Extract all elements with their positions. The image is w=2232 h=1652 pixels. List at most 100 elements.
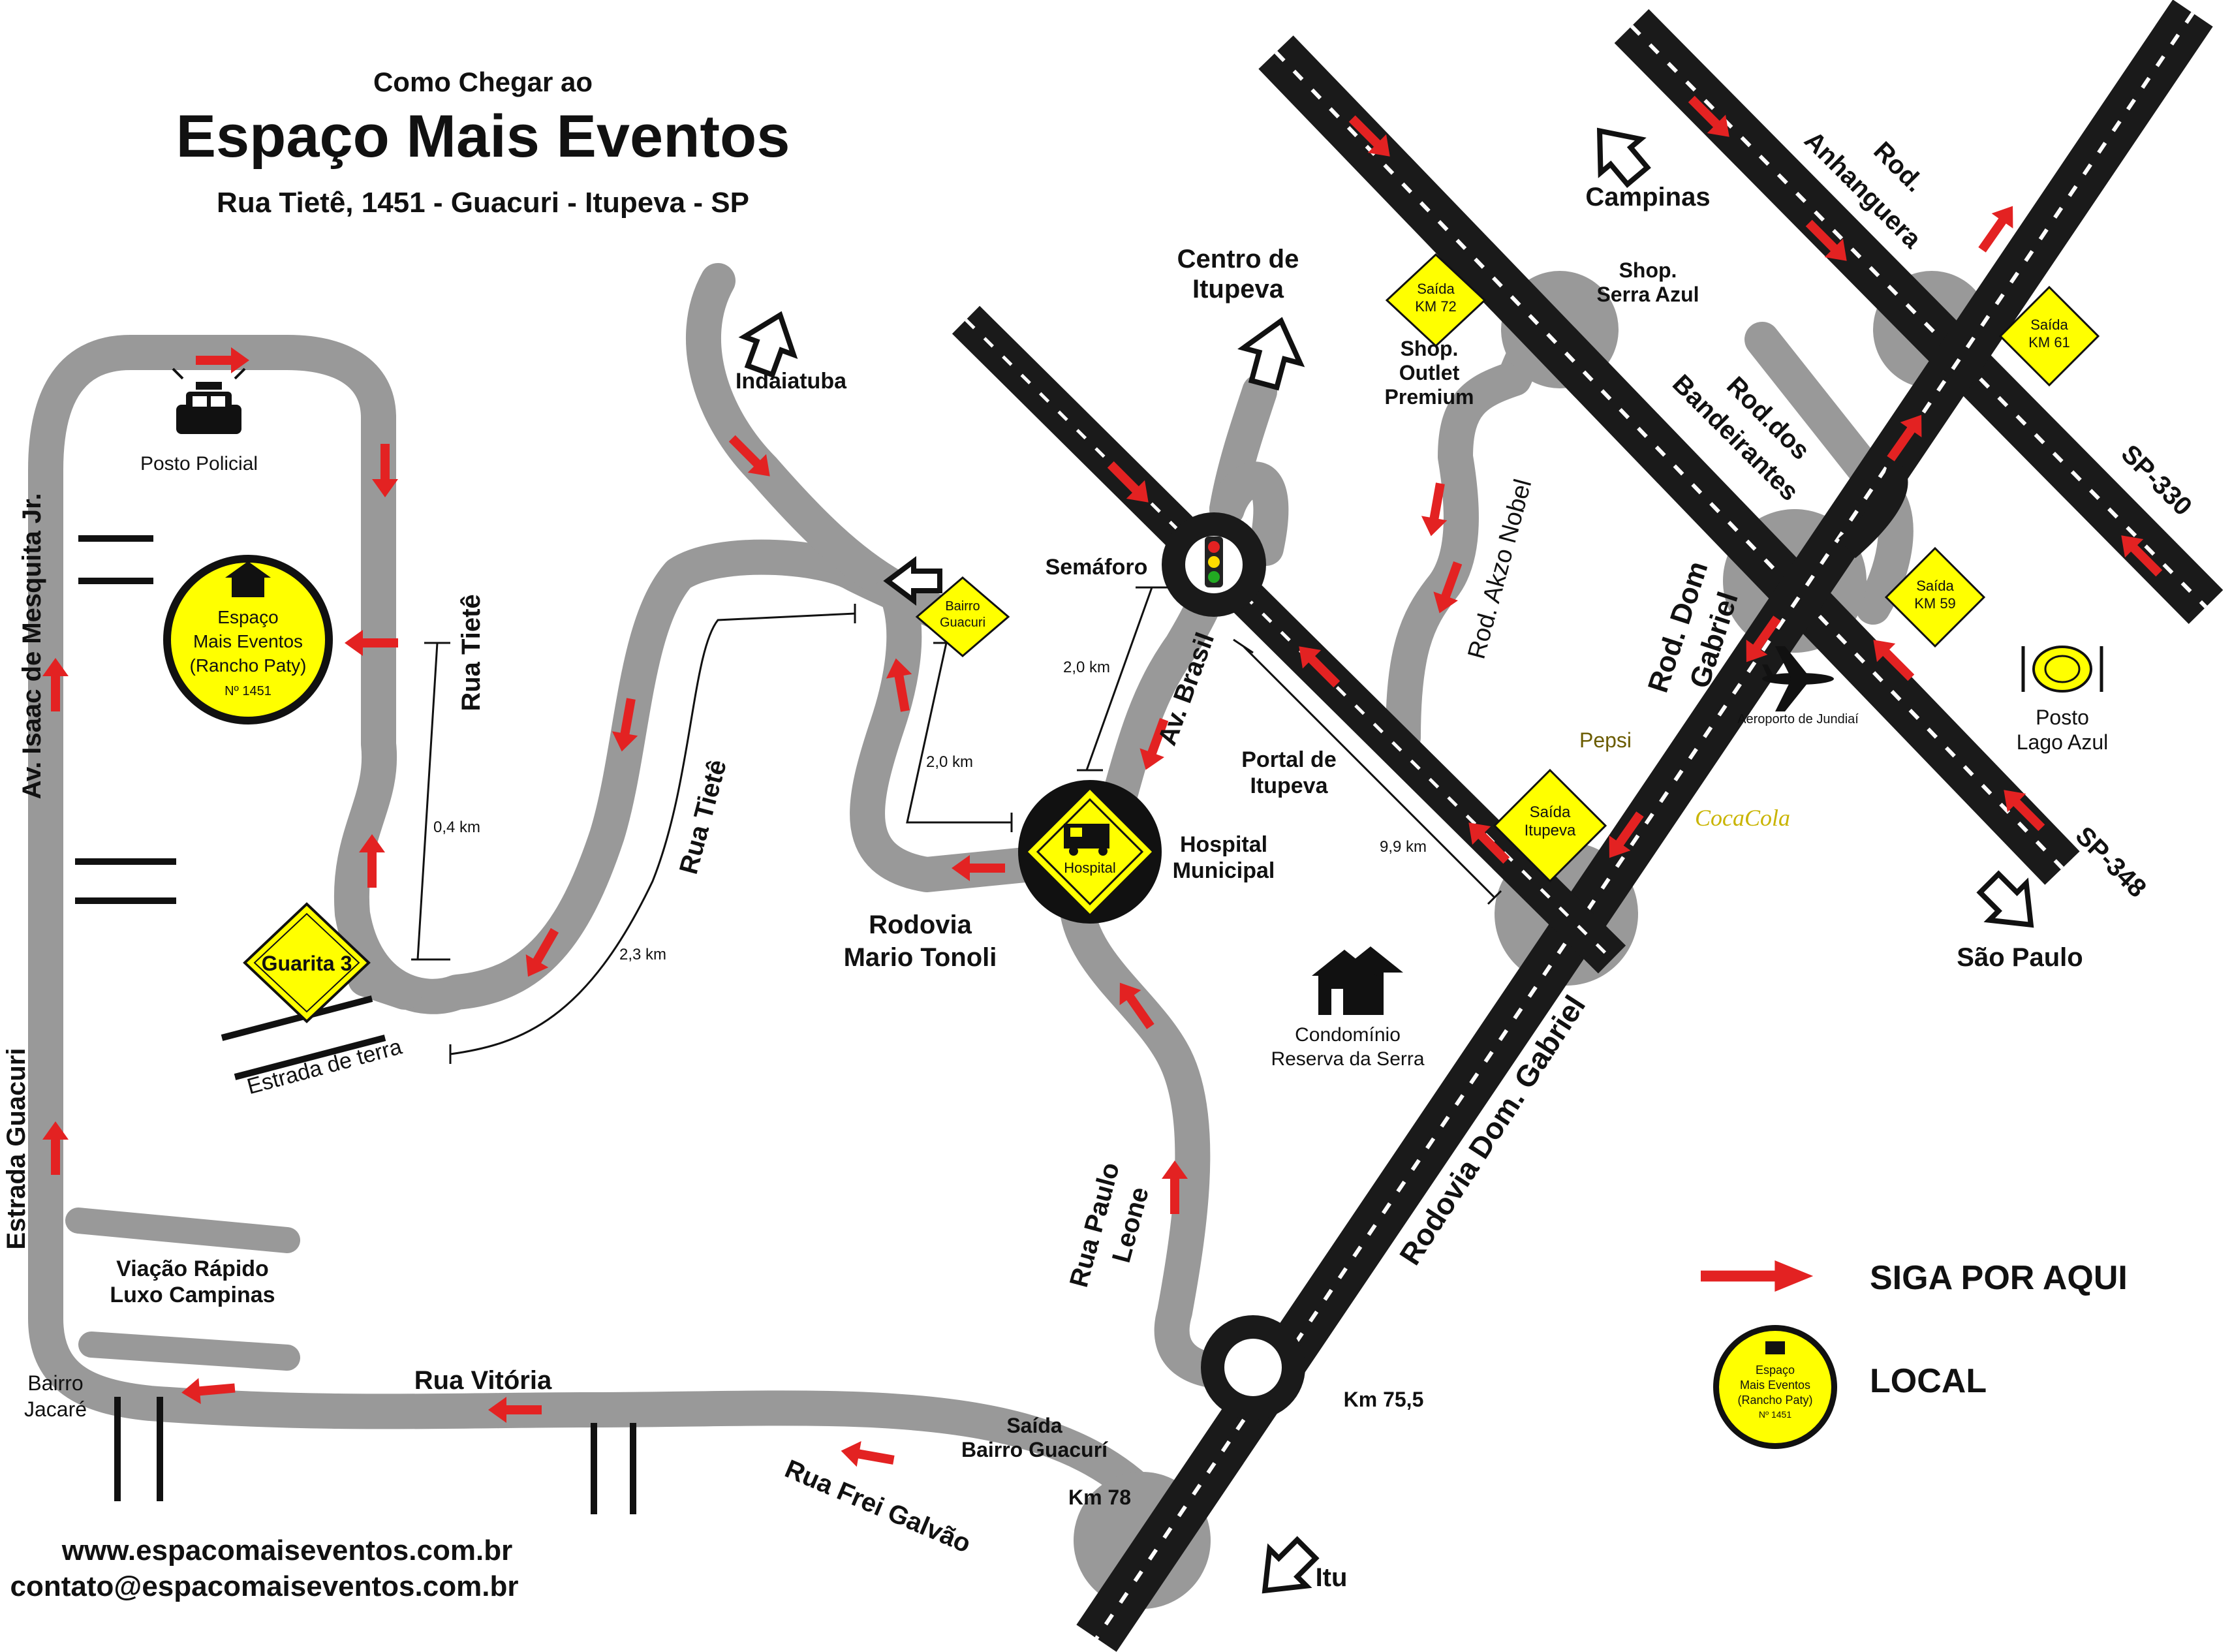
svg-text:Centro de: Centro de [1177,245,1299,273]
svg-text:Mais Eventos: Mais Eventos [1740,1379,1810,1392]
svg-text:Pepsi: Pepsi [1579,728,1632,752]
road-paulo-leone [1059,890,1271,1390]
svg-text:2,0 km: 2,0 km [1063,659,1110,676]
legend-arrow-icon [1701,1260,1814,1292]
svg-text:Condomínio: Condomínio [1295,1024,1401,1046]
sign-guarita: Guarita 3 [243,902,371,1023]
legend-follow: SIGA POR AQUI [1870,1259,2128,1297]
svg-text:Guacuri: Guacuri [940,616,985,630]
sign-bairro-guacuri: Bairro Guacuri [915,576,1010,657]
svg-text:Bairro: Bairro [945,599,980,614]
svg-text:Itupeva: Itupeva [1250,773,1328,798]
road-centro-loop [1209,461,1289,566]
svg-text:Portal de: Portal de [1241,747,1336,772]
svg-text:Mais Eventos: Mais Eventos [193,631,303,651]
svg-text:Nº 1451: Nº 1451 [225,684,271,698]
svg-text:Luxo Campinas: Luxo Campinas [110,1283,275,1307]
sign-km72: Saída KM 72 [1385,253,1487,348]
page-title: Espaço Mais Eventos [176,103,790,170]
svg-text:Premium: Premium [1385,385,1474,409]
arrow-guacuri-icon [883,556,942,606]
header-line1: Como Chegar ao [373,67,593,97]
svg-text:Espaço: Espaço [217,607,278,627]
svg-text:Rua Vitória: Rua Vitória [414,1366,552,1395]
svg-text:Indaiatuba: Indaiatuba [736,369,847,394]
svg-text:Itupeva: Itupeva [1525,822,1576,839]
houses-icon [1312,946,1403,1015]
svg-text:KM 59: KM 59 [1914,595,1956,612]
svg-text:Shop.: Shop. [1619,258,1677,282]
distance-brackets [411,586,1502,1064]
svg-text:Aeroporto de Jundiaí: Aeroporto de Jundiaí [1737,712,1859,726]
svg-text:Campinas: Campinas [1585,183,1710,211]
svg-text:Posto Policial: Posto Policial [140,453,258,475]
arrow-centro-icon [1237,317,1305,391]
legend-local: LOCAL [1870,1362,1987,1400]
svg-text:9,9 km: 9,9 km [1380,838,1427,856]
house-icon [232,574,264,597]
arrow-itu-icon [1262,1536,1320,1594]
svg-text:Saída: Saída [1006,1414,1062,1437]
distance-labels: 0,4 km 2,3 km 2,0 km 2,0 km 9,9 km [433,659,1427,963]
svg-text:Nº 1451: Nº 1451 [1759,1409,1791,1420]
svg-text:Estrada Guacuri: Estrada Guacuri [2,1048,31,1249]
svg-text:Jacaré: Jacaré [24,1397,87,1421]
svg-text:Saída: Saída [1916,578,1954,594]
svg-text:2,3 km: 2,3 km [619,946,666,963]
svg-text:Serra Azul: Serra Azul [1596,283,1699,306]
arrow-indaiatuba-icon [738,311,798,379]
email-text: contato@espacomaiseventos.com.br [10,1570,519,1602]
hospital-marker: Hospital [1018,780,1162,924]
guarita-label: Guarita 3 [262,952,352,975]
venue-marker: Espaço Mais Eventos (Rancho Paty) Nº 145… [163,555,333,725]
side-bars [75,535,636,1514]
svg-text:Saída: Saída [1417,281,1455,297]
svg-text:(Rancho Paty): (Rancho Paty) [1737,1394,1812,1407]
svg-text:Saída: Saída [2030,317,2068,333]
svg-text:Km 78: Km 78 [1068,1486,1131,1509]
svg-text:0,4 km: 0,4 km [433,818,480,836]
local-roads [28,263,1914,1584]
svg-text:São Paulo: São Paulo [1957,943,2083,972]
svg-text:Bairro: Bairro [27,1371,83,1395]
svg-text:Posto: Posto [2036,706,2089,729]
svg-text:Km 75,5: Km 75,5 [1344,1388,1424,1411]
svg-text:Rua Frei Galvão: Rua Frei Galvão [781,1454,975,1559]
arrow-sao-paulo-icon [1976,870,2034,928]
road-estrada-terra [348,961,422,1010]
svg-text:Municipal: Municipal [1173,858,1275,883]
svg-text:Shop.: Shop. [1401,337,1459,360]
airplane-icon [1762,646,1834,711]
svg-text:Lago Azul: Lago Azul [2017,730,2109,754]
header: Como Chegar ao Espaço Mais Eventos Rua T… [176,67,790,219]
svg-text:Rodovia: Rodovia [869,911,972,939]
header-address: Rua Tietê, 1451 - Guacuri - Itupeva - SP [217,187,749,219]
svg-text:Outlet: Outlet [1399,361,1460,384]
police-car-icon [172,367,246,434]
arrow-campinas-icon [1596,127,1651,188]
contact: www.espacomaiseventos.com.br contato@esp… [10,1535,519,1602]
svg-text:CocaCola: CocaCola [1695,805,1790,831]
svg-text:Saída: Saída [1530,803,1571,821]
sign-km61: Saída KM 61 [1998,285,2100,387]
svg-text:Hospital: Hospital [1180,832,1267,857]
road-bairro-guacuri [850,570,1075,892]
road-loop-west [28,335,1192,1584]
svg-text:SP-348: SP-348 [2069,821,2151,903]
svg-text:KM 61: KM 61 [2028,334,2070,351]
svg-text:Itupeva: Itupeva [1192,275,1284,304]
svg-text:(Rancho Paty): (Rancho Paty) [190,655,307,676]
svg-text:Bairro Guacurí: Bairro Guacurí [961,1438,1108,1461]
road-viacao-2 [78,1332,300,1371]
legend: SIGA POR AQUI Espaço Mais Eventos (Ranch… [1701,1259,2128,1449]
restaurant-icon [2021,646,2103,693]
svg-text:2,0 km: 2,0 km [926,753,973,771]
outline-arrows [738,127,2034,1594]
place-labels: Posto Policial Indaiatuba Centro de Itup… [24,183,2108,1592]
svg-text:Rua Tietê: Rua Tietê [457,594,486,711]
svg-text:Viação Rápido: Viação Rápido [116,1256,269,1281]
svg-text:Espaço: Espaço [1756,1364,1795,1377]
road-viacao [65,1208,300,1253]
svg-text:KM 72: KM 72 [1415,298,1457,315]
